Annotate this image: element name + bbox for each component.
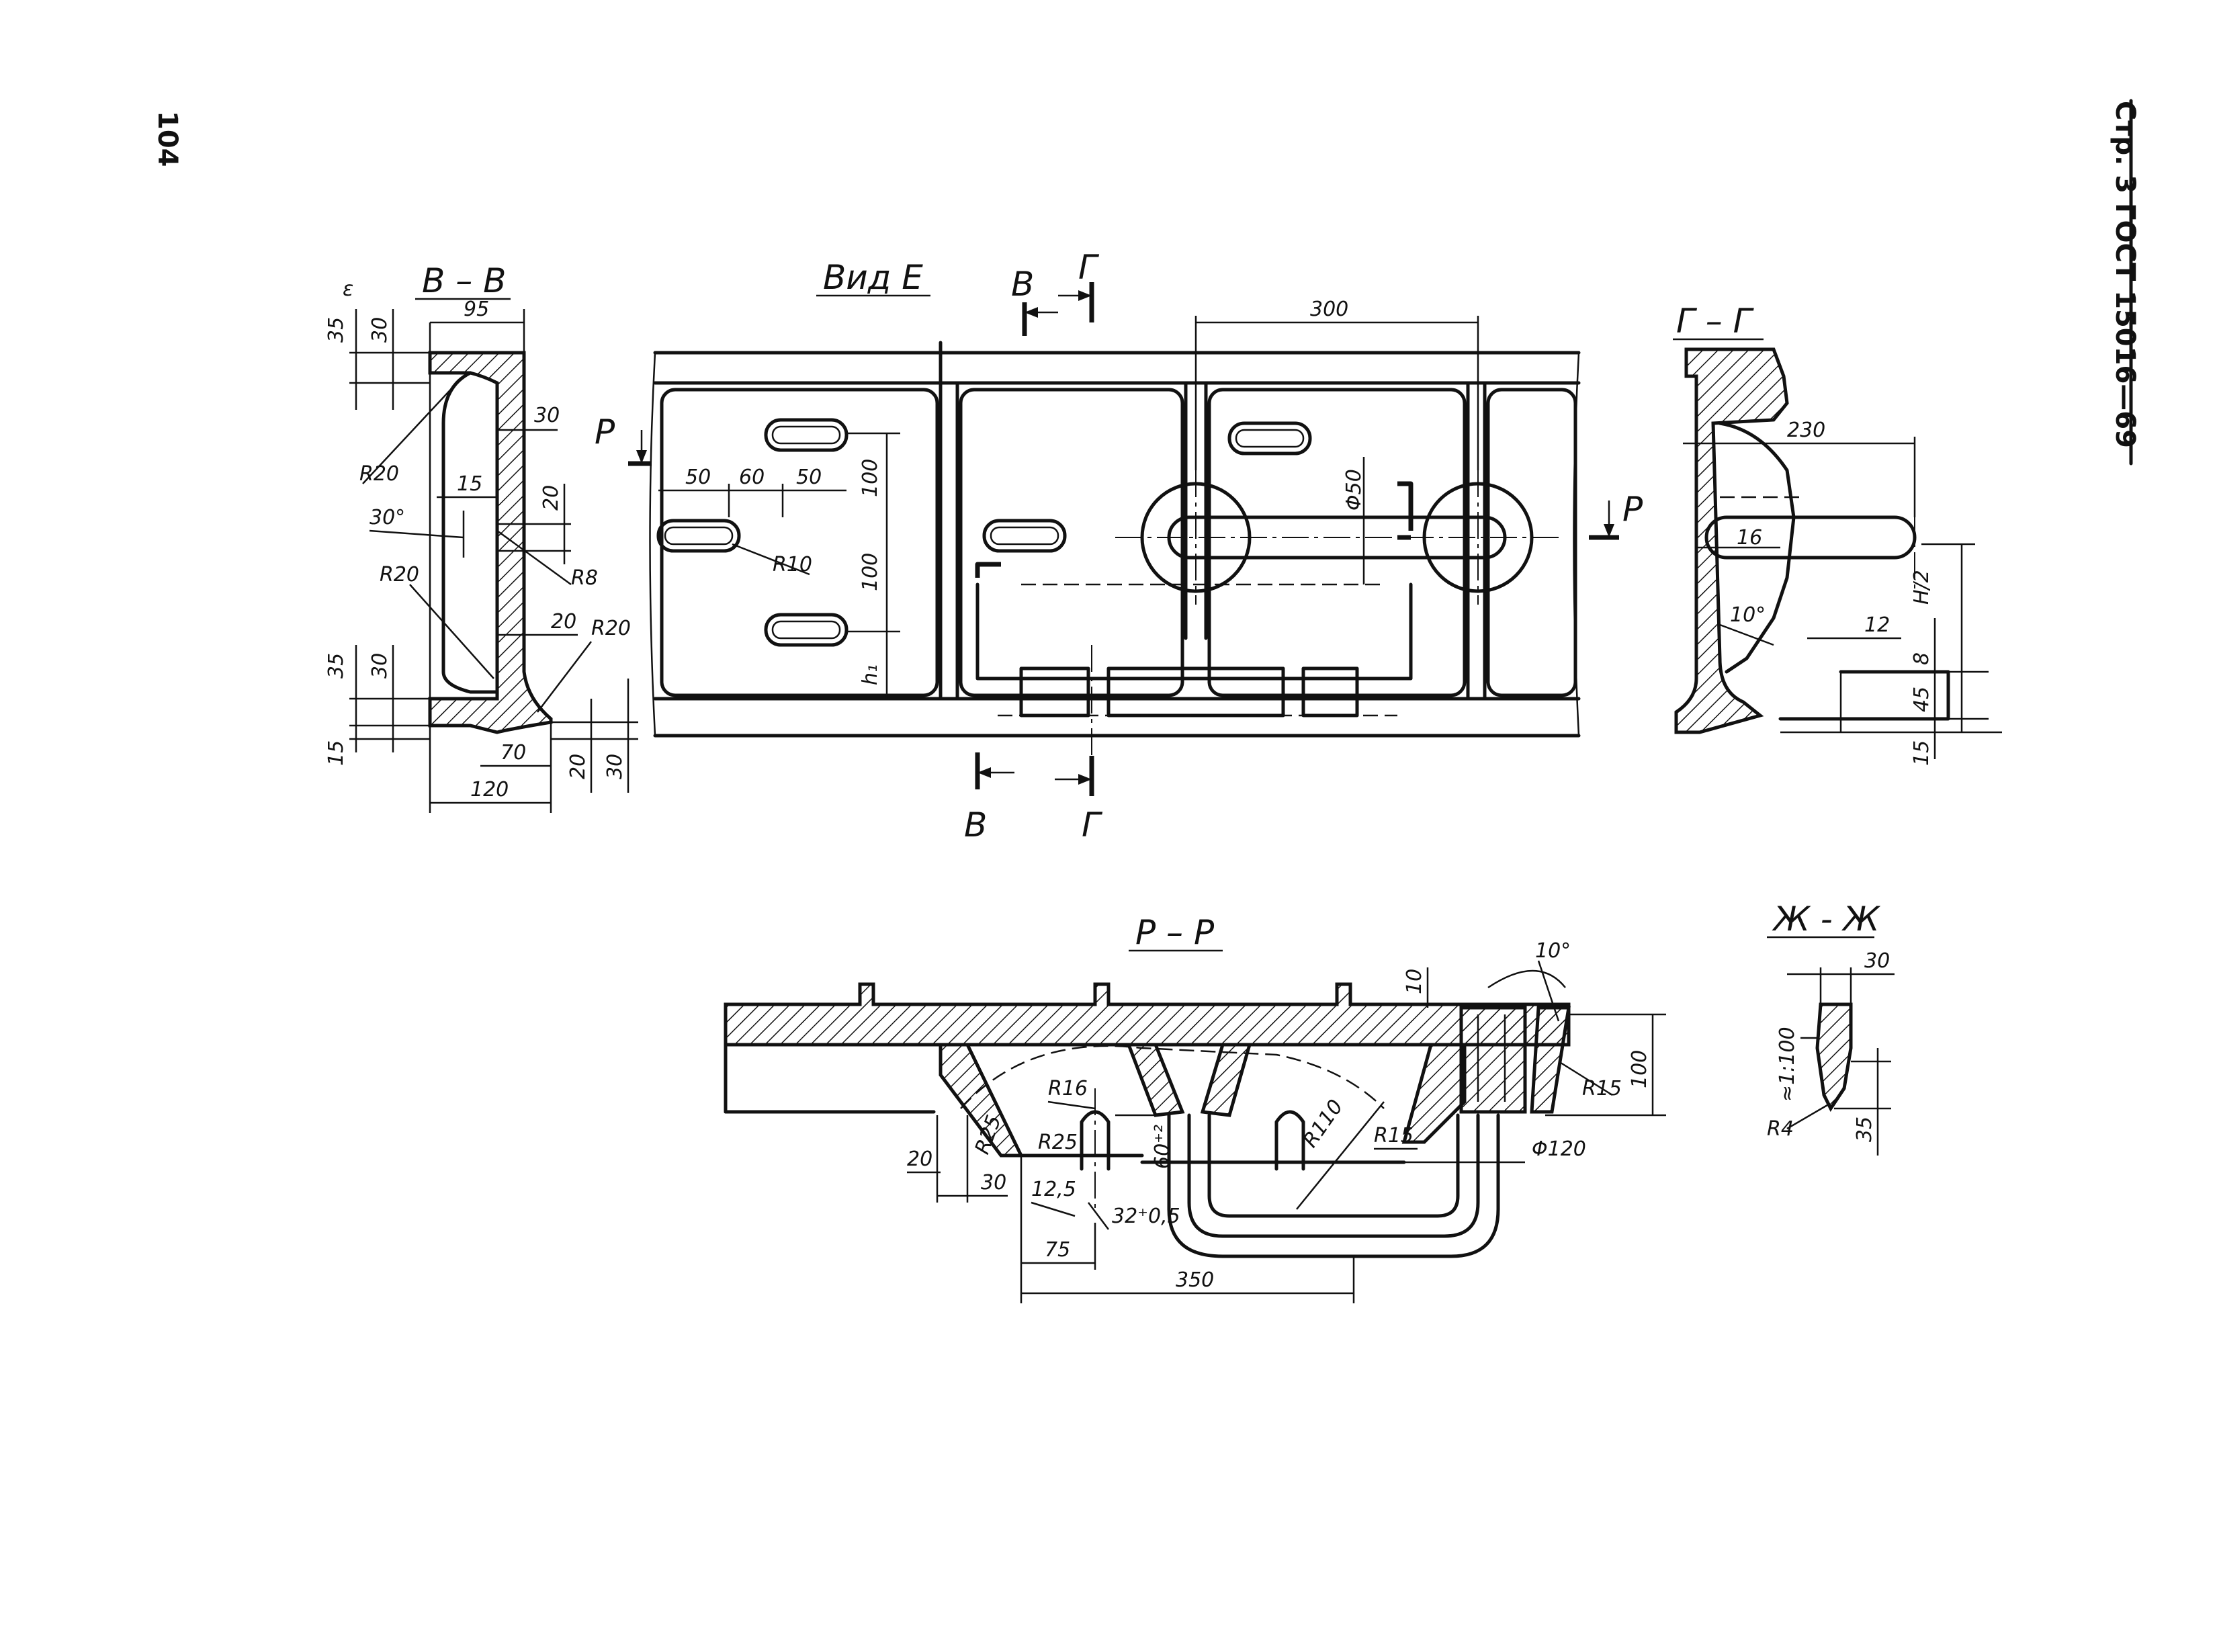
cut-mark-g-bottom: Г <box>1082 806 1103 844</box>
gg-angle-10: 10° <box>1730 603 1766 627</box>
slot-3 <box>764 613 849 647</box>
vv-r8: R8 <box>571 566 598 590</box>
gg-dim-45: 45 <box>1910 687 1933 712</box>
section-pp: Р – Р 10 10° R15 <box>724 913 1666 1303</box>
slot-1 <box>764 418 849 452</box>
vv-dim-30c: 30 <box>368 653 392 679</box>
section-gg-title: Г – Г <box>1676 302 1755 341</box>
pp-dim-20: 20 <box>907 1147 932 1171</box>
ve-phi50: Φ50 <box>1342 469 1366 511</box>
ve-dim-h1: h₁ <box>859 664 882 685</box>
vv-r20b: R20 <box>380 563 419 586</box>
vv-dim-120: 120 <box>470 778 509 801</box>
pp-angle-10: 10° <box>1535 939 1571 963</box>
pp-r110: R110 <box>1299 1096 1348 1152</box>
slot-4 <box>982 519 1067 553</box>
cut-mark-p-left: Р <box>595 412 615 451</box>
pp-u-tube <box>1167 1113 1500 1258</box>
small-mark: ε <box>343 277 353 301</box>
vv-dim-95: 95 <box>464 298 489 321</box>
ve-dim-300: 300 <box>1310 298 1348 321</box>
section-vv: ε В – В 95 35 30 30 R20 15 20 30° R8 <box>324 261 638 813</box>
view-e-title: Вид Е <box>823 258 923 297</box>
gg-dim-15: 15 <box>1910 740 1933 766</box>
slot-2 <box>656 519 741 553</box>
vv-dim-35b: 35 <box>324 653 348 679</box>
zz-r4: R4 <box>1767 1117 1794 1141</box>
gg-dim-8: 8 <box>1910 652 1933 665</box>
section-zz: Ж - Ж 30 ≈1:100 R4 35 <box>1767 900 1895 1156</box>
vv-dim-30d: 30 <box>603 754 627 779</box>
vv-dim-30b: 30 <box>534 404 560 427</box>
page-header: Стр. 3 ГОСТ 15016—69 <box>2110 101 2140 448</box>
ve-dim-50b: 50 <box>796 466 822 489</box>
cut-mark-v-bottom: В <box>964 806 987 844</box>
vv-dim-15b: 15 <box>324 740 348 766</box>
section-zz-title: Ж - Ж <box>1772 900 1881 939</box>
pp-r15b: R15 <box>1374 1124 1414 1147</box>
pp-dim-10: 10 <box>1403 969 1426 994</box>
section-zz-profile <box>1815 1002 1853 1112</box>
pp-dim-12-5: 12,5 <box>1031 1178 1076 1201</box>
ve-dim-60: 60 <box>739 466 765 489</box>
section-vv-title: В – В <box>422 261 506 300</box>
zz-slope: ≈1:100 <box>1776 1027 1799 1102</box>
zz-dim-30: 30 <box>1864 949 1890 973</box>
section-gg: Г – Г 230 16 10° 12 8 H/2 45 15 <box>1673 302 2002 766</box>
pp-r16: R16 <box>1048 1077 1088 1100</box>
vv-dim-20a: 20 <box>539 485 563 511</box>
pp-dim-32: 32⁺0,5 <box>1112 1205 1180 1228</box>
section-pp-title: Р – Р <box>1135 913 1215 952</box>
cut-mark-p-right: Р <box>1622 490 1643 529</box>
pp-r25b: R25 <box>1038 1131 1078 1154</box>
pp-dim-75: 75 <box>1045 1238 1070 1262</box>
gg-dim-230: 230 <box>1787 419 1825 442</box>
pp-dim-100: 100 <box>1628 1050 1651 1088</box>
vv-dim-70: 70 <box>501 741 526 765</box>
ve-dim-100a: 100 <box>859 459 882 497</box>
vv-dim-20b: 20 <box>551 610 576 634</box>
ve-dim-50a: 50 <box>685 466 711 489</box>
vv-dim-35a: 35 <box>324 317 348 343</box>
vv-dim-20c: 20 <box>566 754 590 779</box>
cut-mark-g-top: Г <box>1078 248 1100 287</box>
ve-dim-100b: 100 <box>859 553 882 591</box>
pp-dim-350: 350 <box>1176 1268 1214 1292</box>
vv-angle-30: 30° <box>370 506 405 529</box>
section-pp-plate <box>724 982 1571 1047</box>
vv-r20c: R20 <box>591 617 631 640</box>
section-vv-profile <box>428 351 553 734</box>
section-gg-profile <box>1674 347 1789 734</box>
vv-dim-30a: 30 <box>368 317 392 343</box>
gg-dim-16: 16 <box>1737 526 1762 550</box>
pp-dim-60: 60⁺² <box>1151 1125 1174 1169</box>
vv-dim-15: 15 <box>457 472 482 496</box>
view-e: Вид Е В Г <box>595 248 1643 844</box>
page-number: 104 <box>152 111 183 167</box>
pp-dim-30: 30 <box>981 1171 1006 1194</box>
slot-5 <box>1227 421 1312 455</box>
pp-phi120: Φ120 <box>1532 1137 1586 1161</box>
gg-dim-12: 12 <box>1864 613 1890 637</box>
cut-mark-v-top: В <box>1011 265 1034 304</box>
zz-dim-35: 35 <box>1853 1117 1876 1142</box>
gg-dim-h2: H/2 <box>1910 570 1933 605</box>
